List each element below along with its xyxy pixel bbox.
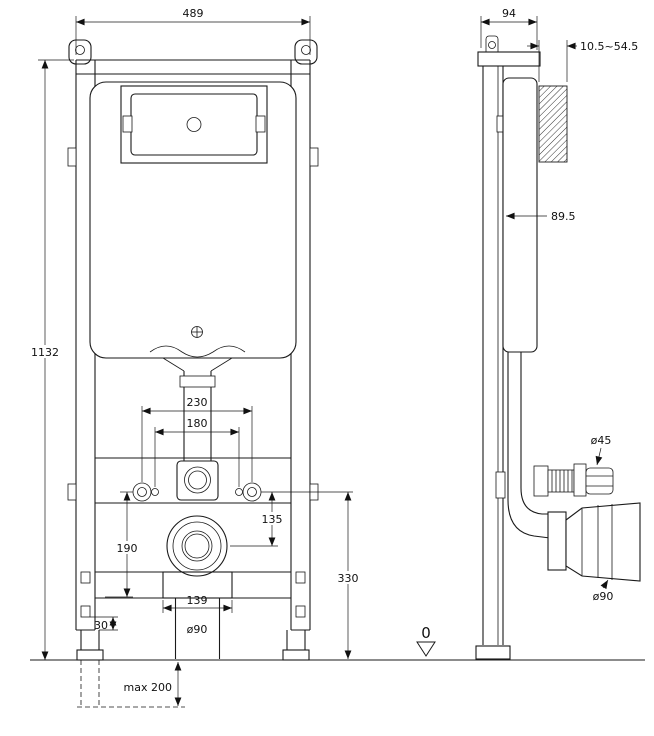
dim-overall-width: 489 bbox=[183, 7, 204, 20]
datum-triangle-icon bbox=[416, 641, 436, 657]
water-inlet-fitting bbox=[533, 463, 614, 497]
side-outlet-diameter-label: ø90 bbox=[593, 590, 614, 603]
dim-foot-30: 30 bbox=[94, 619, 108, 632]
dim-overall-height: 1132 bbox=[31, 346, 59, 359]
dim-outlet-drop-135: 135 bbox=[262, 513, 283, 526]
max-leg-extension-label: max 200 bbox=[124, 681, 172, 694]
wall-mount-tabs bbox=[68, 39, 318, 65]
cistern-tank-side bbox=[502, 77, 538, 353]
flush-bend-fitting bbox=[176, 460, 219, 501]
side-foot-plate bbox=[475, 645, 511, 660]
dim-depth-94: 94 bbox=[502, 7, 516, 20]
side-frame-column bbox=[482, 66, 506, 645]
side-outlet-bell bbox=[547, 502, 641, 582]
dim-lower-offset-190: 190 bbox=[117, 542, 138, 555]
inlet-diameter-label: ø45 bbox=[591, 434, 612, 447]
side-view: 94 10.5~54.5 89.5 ø45 ø90 0 bbox=[416, 7, 641, 660]
access-panel bbox=[120, 85, 268, 164]
dim-bracket-139: 139 bbox=[187, 594, 208, 607]
screw-icon bbox=[191, 326, 203, 338]
dim-fixing-height-330: 330 bbox=[338, 572, 359, 585]
flush-pipe bbox=[179, 371, 216, 461]
floor-datum-label: 0 bbox=[421, 624, 431, 642]
floor-datum: 0 bbox=[416, 624, 436, 657]
dim-bolt-spacing-180: 180 bbox=[187, 417, 208, 430]
flush-plate-spacer bbox=[538, 85, 568, 163]
plate-adjust-range-label: 10.5~54.5 bbox=[580, 40, 638, 53]
dim-89-5: 89.5 bbox=[551, 210, 576, 223]
dim-bolt-spacing-230: 230 bbox=[187, 396, 208, 409]
side-top-bracket bbox=[477, 35, 541, 67]
front-view: 489 1132 230 180 135 bbox=[30, 7, 361, 708]
adjustable-feet bbox=[76, 630, 310, 708]
side-flush-pipe bbox=[507, 352, 551, 539]
side-dimensions: 94 10.5~54.5 89.5 ø45 ø90 bbox=[480, 7, 638, 603]
outlet-diameter-label: ø90 bbox=[187, 623, 208, 636]
front-dimensions: 489 1132 230 180 135 bbox=[30, 7, 361, 706]
